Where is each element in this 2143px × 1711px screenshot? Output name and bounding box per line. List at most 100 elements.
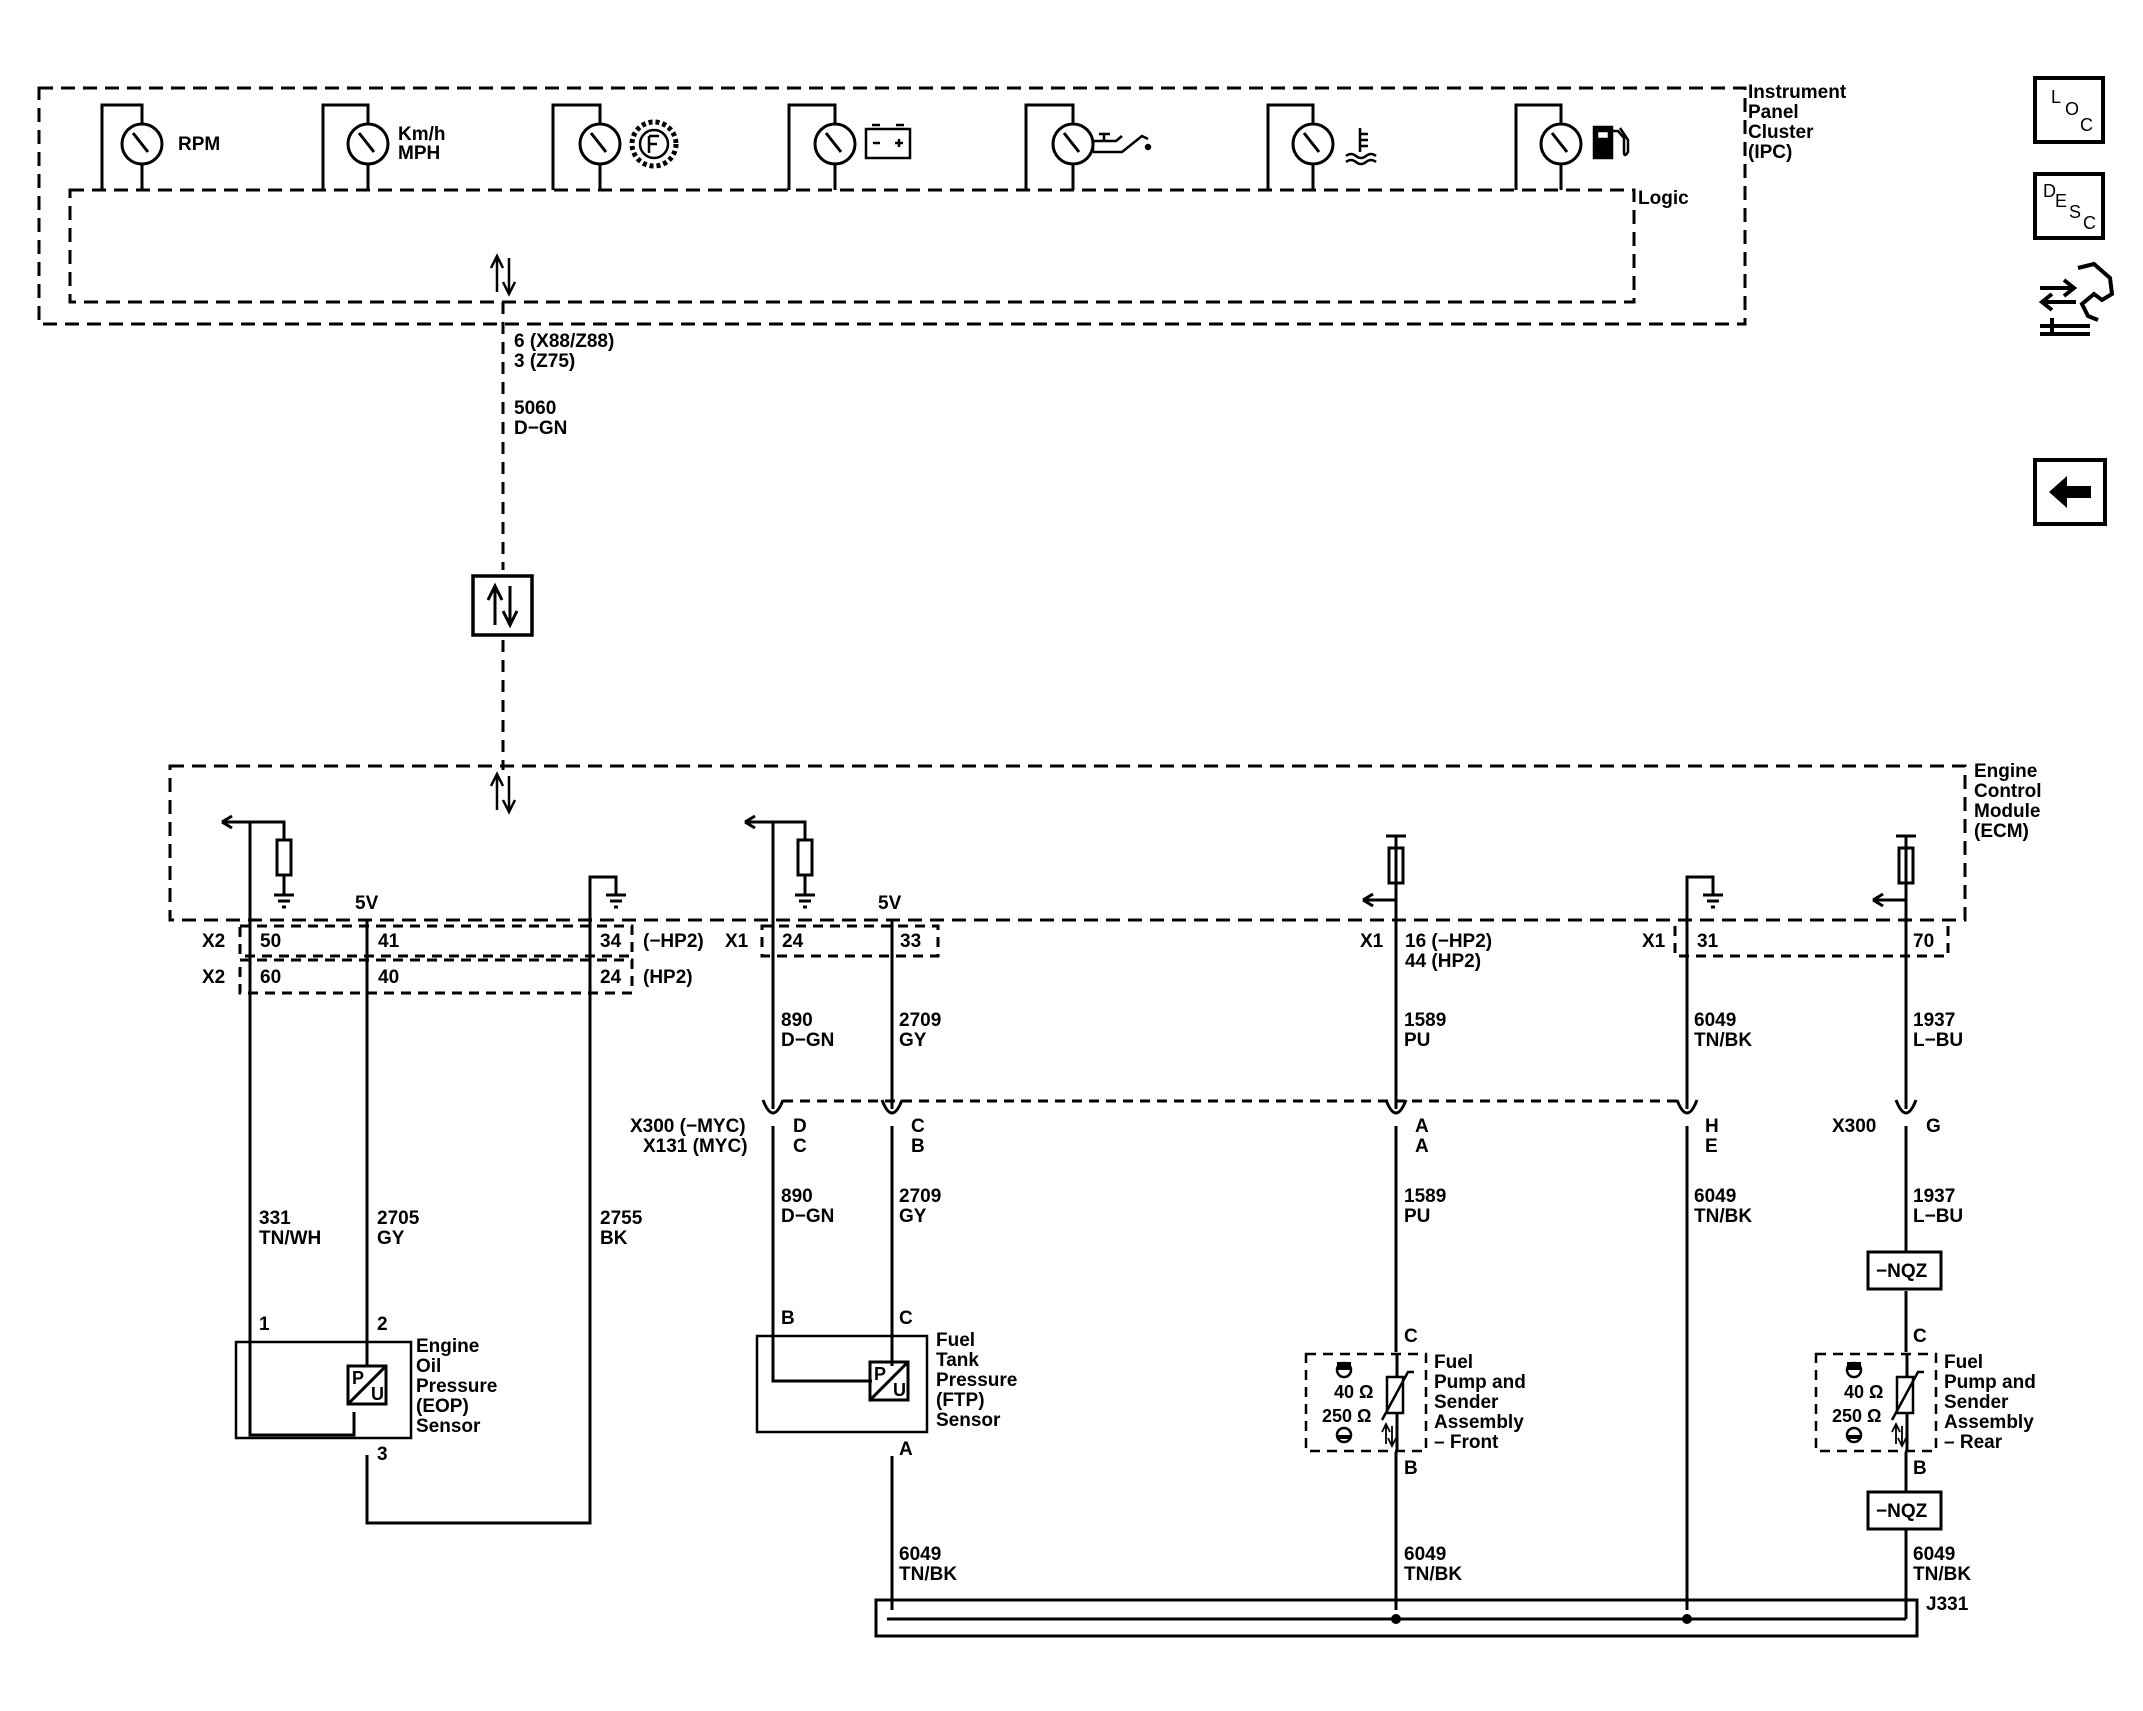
ecm-title-1: Engine	[1974, 761, 2037, 782]
serial-color: D−GN	[514, 418, 567, 439]
desc-letter-c: C	[2083, 213, 2096, 233]
wire-6049-color-rear: TN/BK	[1913, 1564, 1971, 1585]
x2-label-1: X2	[202, 931, 225, 952]
wire-6049-circuit-front: 6049	[1404, 1544, 1446, 1565]
back-button[interactable]	[2033, 458, 2107, 526]
x1-label-ftp: X1	[725, 931, 749, 952]
oil-can-icon	[1091, 132, 1152, 154]
pump-front-name-2: Pump and	[1434, 1372, 1526, 1393]
x2-connector-row2	[238, 958, 634, 995]
ecm-eop-signal-circuit	[221, 814, 356, 1437]
serial-arrow-ipc	[489, 253, 517, 297]
nqz-label-top: −NQZ	[1876, 1261, 1928, 1282]
ftp-sensor	[755, 1334, 929, 1434]
loc-letter-o: O	[2065, 99, 2080, 119]
gauge-speed-label-2: MPH	[398, 143, 440, 164]
inline-pin-h: H	[1705, 1116, 1719, 1137]
pump-rear-name-3: Sender	[1944, 1392, 2009, 1413]
eop-sensor	[234, 1340, 413, 1440]
x1-pin-70: 70	[1913, 931, 1934, 952]
ftp-name-1: Fuel	[936, 1330, 975, 1351]
wire-1937-circuit-upper: 1937	[1913, 1010, 1955, 1031]
wire-2705-circuit: 2705	[377, 1208, 420, 1229]
inline-pin-a-bottom: A	[1415, 1136, 1429, 1157]
splice-label: J331	[1926, 1594, 1969, 1615]
wire-2755-circuit: 2755	[600, 1208, 643, 1229]
inline-pin-g: G	[1926, 1116, 1941, 1137]
inline-pin-c: C	[911, 1116, 925, 1137]
ftp-name-3: Pressure	[936, 1370, 1017, 1391]
ecm-title-4: (ECM)	[1974, 821, 2029, 842]
gauge-rpm	[100, 103, 164, 190]
fuel-pump-icon	[1592, 125, 1630, 160]
serial-data-symbol	[471, 574, 534, 637]
pump-rear-name-1: Fuel	[1944, 1352, 1983, 1373]
logic-label: Logic	[1638, 188, 1689, 209]
eop-name-5: Sensor	[416, 1416, 481, 1437]
x2-pin-50: 50	[260, 931, 281, 952]
desc-letter-d: D	[2043, 181, 2056, 201]
inline-pin-e: E	[1705, 1136, 1718, 1157]
battery-icon	[864, 123, 912, 160]
description-button[interactable]: D E S C	[2033, 172, 2105, 240]
x2-pin-41: 41	[378, 931, 400, 952]
gauge-speed	[321, 103, 390, 190]
x2-pin-24: 24	[600, 967, 622, 988]
x1-pin-24: 24	[782, 931, 804, 952]
gauge-oil	[1024, 103, 1095, 190]
back-arrow-icon	[2049, 476, 2091, 508]
ipc-title-2: Panel	[1748, 102, 1799, 123]
wire-890-circuit-lower: 890	[781, 1186, 813, 1207]
eop-pin-2: 2	[377, 1314, 388, 1335]
ecm-5v-label-b: 5V	[878, 893, 902, 914]
wire-1589-color-lower: PU	[1404, 1206, 1430, 1227]
ftp-pin-c: C	[899, 1308, 913, 1329]
option-box-nqz-bottom	[1866, 1490, 1943, 1531]
pump-rear-r-full: 40 Ω	[1844, 1382, 1883, 1402]
fuel-pump-front	[1304, 1352, 1428, 1453]
x2-pin-60: 60	[260, 967, 281, 988]
ftp-symbol-u: U	[893, 1380, 906, 1400]
x1-label-front: X1	[1360, 931, 1384, 952]
wire-331-color: TN/WH	[259, 1228, 321, 1249]
wire-1937-color-upper: L−BU	[1913, 1030, 1963, 1051]
pump-front-name-1: Fuel	[1434, 1352, 1473, 1373]
inline-pin-b: B	[911, 1136, 925, 1157]
ecm-ground-circuit	[1685, 875, 1723, 1610]
fuel-level-symbols	[1335, 1361, 1863, 1444]
x1-pin-44: 44 (HP2)	[1405, 951, 1481, 972]
ftp-name-2: Tank	[936, 1350, 979, 1371]
splice-dots	[1391, 1614, 1692, 1624]
eop-pin-3: 3	[377, 1444, 388, 1465]
connector-repair-icon[interactable]	[2032, 258, 2116, 344]
gauge-speed-label-1: Km/h	[398, 124, 446, 145]
eop-symbol-p: P	[352, 1368, 364, 1388]
x2-pin-40: 40	[378, 967, 399, 988]
ftp-pin-b: B	[781, 1308, 795, 1329]
serial-circuit: 5060	[514, 398, 556, 419]
pump-rear-pin-b: B	[1913, 1458, 1927, 1479]
ecm-5v-label-a: 5V	[355, 893, 379, 914]
wire-6049-color-upper: TN/BK	[1694, 1030, 1752, 1051]
wire-1937-circuit-lower: 1937	[1913, 1186, 1955, 1207]
eop-name-4: (EOP)	[416, 1396, 469, 1417]
wire-6049-color-ftp: TN/BK	[899, 1564, 957, 1585]
ecm-title-3: Module	[1974, 801, 2041, 822]
serial-data-arrows	[486, 582, 519, 629]
serial-pin-2: 3 (Z75)	[514, 351, 575, 372]
pump-rear-r-empty: 250 Ω	[1832, 1406, 1881, 1426]
location-button[interactable]: L O C	[2033, 76, 2105, 144]
wire-1937-color-lower: L−BU	[1913, 1206, 1963, 1227]
wire-331-circuit: 331	[259, 1208, 291, 1229]
pump-rear-pin-c: C	[1913, 1326, 1927, 1347]
loc-letter-l: L	[2051, 87, 2062, 107]
eop-pin-1: 1	[259, 1314, 270, 1335]
option-box-nqz-top	[1866, 1250, 1943, 1291]
wire-6049-color-front: TN/BK	[1404, 1564, 1462, 1585]
fuel-pump-rear	[1814, 1352, 1938, 1453]
wire-2755-color: BK	[600, 1228, 628, 1249]
eop-symbol-u: U	[371, 1384, 384, 1404]
pump-front-r-full: 40 Ω	[1334, 1382, 1373, 1402]
wire-890-color-upper: D−GN	[781, 1030, 834, 1051]
